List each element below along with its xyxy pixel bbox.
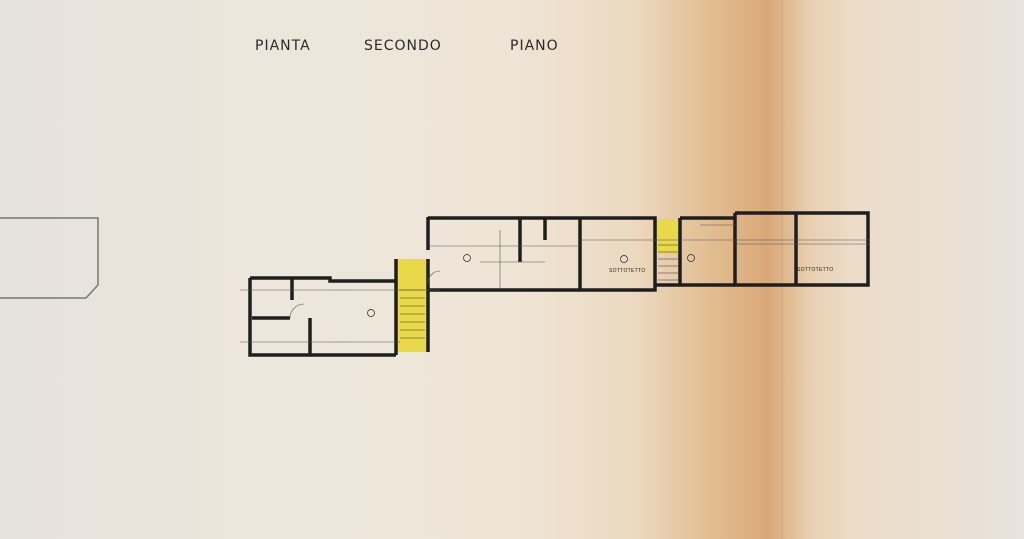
room-label-sottotetto-left: SOTTOTETTO [609, 268, 645, 274]
title-word-piano: PIANO [510, 38, 559, 54]
stair-left [397, 259, 427, 352]
title-word-pianta: PIANTA [255, 38, 311, 54]
room-mark-l [367, 309, 375, 317]
room-mark-o [687, 254, 695, 262]
stair-right [655, 219, 679, 254]
stair-treads [400, 244, 678, 339]
room-marks [367, 254, 695, 317]
room-label-sottotetto-right: SOTTOTETTO [797, 267, 833, 273]
stair-fills [397, 219, 679, 352]
adjacent-outline [0, 217, 99, 299]
thin-lines [240, 224, 870, 343]
paper-fold-line [781, 0, 783, 539]
walls [248, 211, 870, 357]
room-mark-r [463, 254, 471, 262]
room-mark-n [620, 255, 628, 263]
title-word-secondo: SECONDO [364, 38, 442, 54]
